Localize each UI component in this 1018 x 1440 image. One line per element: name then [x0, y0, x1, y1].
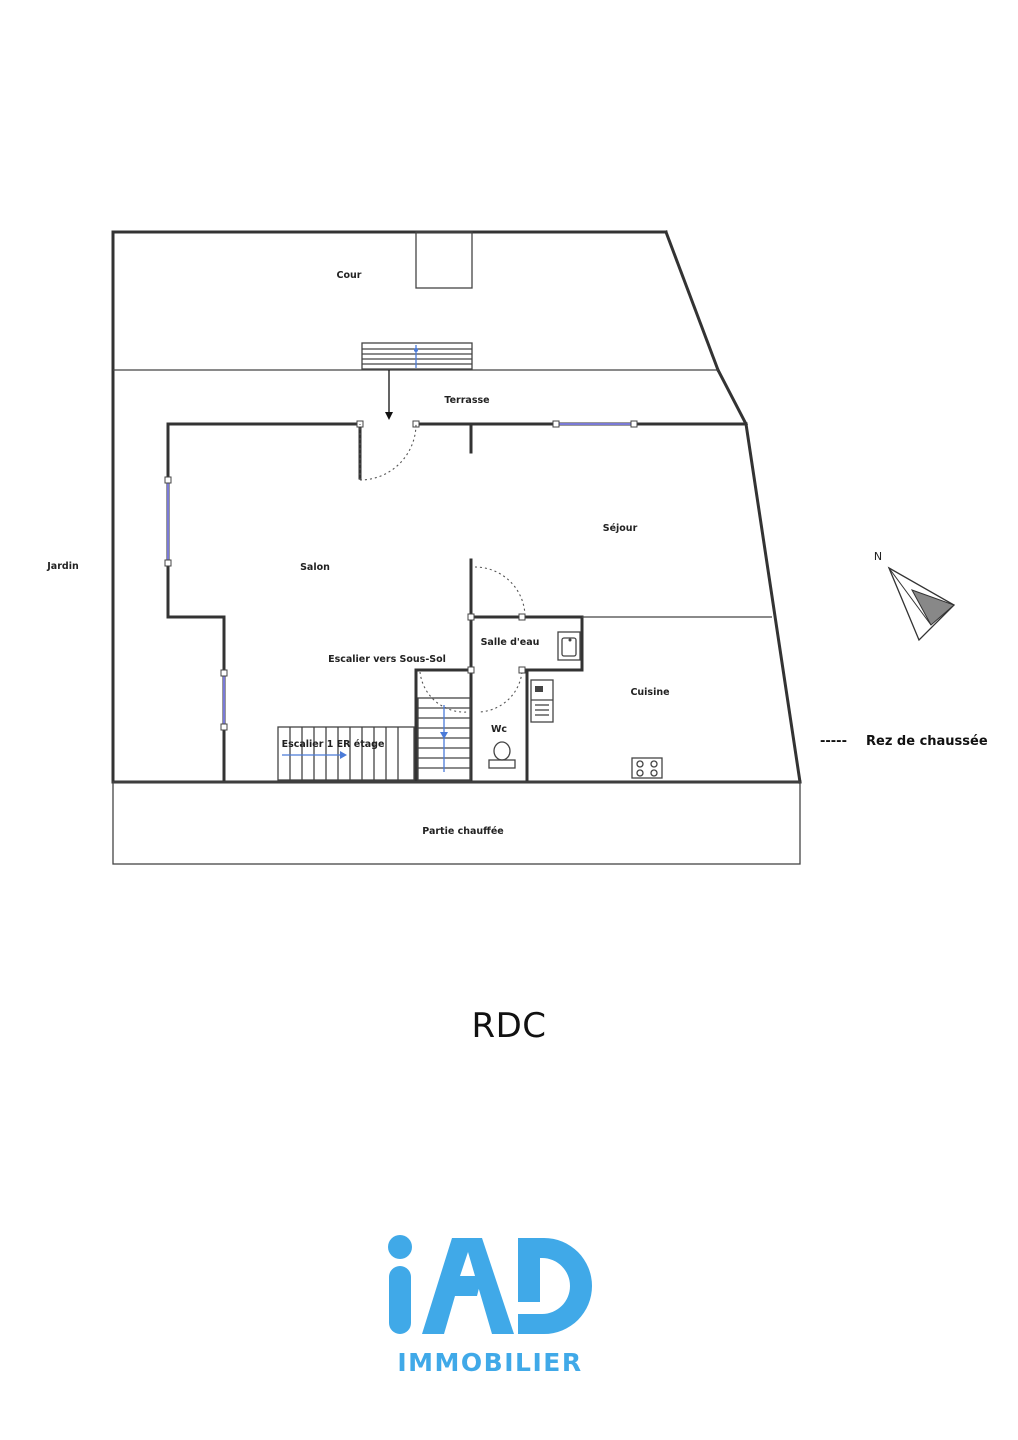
staircase-first-floor: [277, 726, 415, 781]
cour-chimney: [415, 231, 473, 289]
outer-walls: [111, 230, 802, 784]
level-legend: ----- Rez de chaussée: [820, 734, 988, 749]
room-label-terrasse: Terrasse: [444, 395, 489, 406]
room-label-jardin: Jardin: [46, 561, 79, 572]
brand-name: IMMOBILIER: [397, 1348, 583, 1377]
room-label-wc: Wc: [491, 724, 507, 735]
room-label-cuisine: Cuisine: [630, 687, 669, 698]
stove-icon: [631, 757, 663, 779]
toilet-icon: [488, 741, 516, 769]
compass-north-label: N: [874, 550, 882, 563]
room-label-salon: Salon: [300, 562, 330, 573]
room-label-salle-deau: Salle d'eau: [481, 637, 540, 648]
room-label-cour: Cour: [337, 270, 362, 281]
iad-logo: [388, 1235, 592, 1334]
fridge-icon: [530, 679, 554, 723]
room-label-escalier-etage: Escalier 1 ER étage: [282, 739, 385, 750]
cour-steps: [361, 342, 473, 370]
washbasin-icon: [557, 631, 581, 661]
legend-marker: -----: [820, 734, 847, 749]
partie-chauffee-area: [112, 781, 801, 865]
room-label-sejour: Séjour: [603, 523, 638, 534]
room-label-partie-chauffee: Partie chauffée: [422, 826, 504, 837]
room-label-escalier-sous-sol: Escalier vers Sous-Sol: [328, 654, 446, 665]
floor-plan: Cour Terrasse Jardin Séjour Salon Salle …: [46, 230, 988, 865]
level-title: RDC: [471, 1006, 547, 1046]
legend-label: Rez de chaussée: [866, 734, 988, 749]
door-swings: [359, 423, 526, 713]
entrance-arrow: [385, 370, 393, 420]
windows: [164, 420, 638, 731]
compass-icon: N: [874, 550, 956, 642]
staircase-basement: [417, 697, 471, 781]
